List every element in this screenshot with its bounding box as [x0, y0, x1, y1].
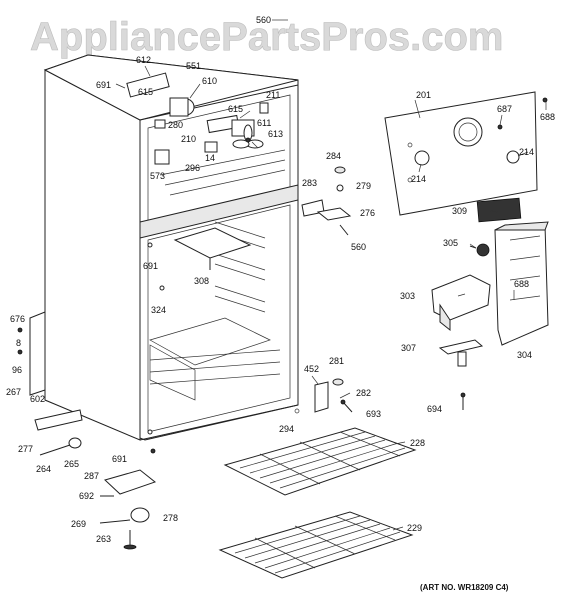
- callout-labels: 560 612 551 691 615 610 615 211 280 611 …: [6, 15, 555, 544]
- callout-560: 560: [256, 15, 271, 25]
- callout-694: 694: [427, 404, 442, 414]
- callout-573: 573: [150, 171, 165, 181]
- callout-201: 201: [416, 90, 431, 100]
- callout-303: 303: [400, 291, 415, 301]
- callout-214: 214: [411, 174, 426, 184]
- callout-8: 8: [16, 338, 21, 348]
- wire-shelf-228: [223, 427, 417, 496]
- callout-309: 309: [452, 206, 467, 216]
- callout-280: 280: [168, 120, 183, 130]
- door-hinge-parts: [294, 378, 353, 414]
- evaporator-cover-201: [384, 91, 548, 216]
- callout-452: 452: [304, 364, 319, 374]
- callout-613: 613: [268, 129, 283, 139]
- callout-560: 560: [351, 242, 366, 252]
- callout-615: 615: [228, 104, 243, 114]
- callout-307: 307: [401, 343, 416, 353]
- callout-296: 296: [185, 163, 200, 173]
- callout-282: 282: [356, 388, 371, 398]
- callout-691: 691: [112, 454, 127, 464]
- air-duct-assembly: [431, 221, 549, 410]
- callout-211: 211: [266, 90, 280, 100]
- callout-687: 687: [497, 104, 512, 114]
- label-plate-309: [476, 197, 522, 223]
- callout-276: 276: [360, 208, 375, 218]
- callout-612: 612: [136, 55, 151, 65]
- callout-308: 308: [194, 276, 209, 286]
- callout-269: 269: [71, 519, 86, 529]
- callout-267: 267: [6, 387, 21, 397]
- callout-611: 611: [257, 118, 271, 128]
- callout-688: 688: [540, 112, 555, 122]
- callout-278: 278: [163, 513, 178, 523]
- callout-610: 610: [202, 76, 217, 86]
- callout-264: 264: [36, 464, 51, 474]
- callout-263: 263: [96, 534, 111, 544]
- refrigerator-cabinet: [43, 54, 299, 441]
- callout-691: 691: [96, 80, 111, 90]
- callout-96: 96: [12, 365, 22, 375]
- art-number: (ART NO. WR18209 C4): [420, 583, 509, 592]
- callout-265: 265: [64, 459, 79, 469]
- callout-688: 688: [514, 279, 529, 289]
- wire-shelf-229: [218, 511, 414, 579]
- callout-214: 214: [519, 147, 534, 157]
- callout-304: 304: [517, 350, 532, 360]
- callout-228: 228: [410, 438, 425, 448]
- callout-692: 692: [79, 491, 94, 501]
- callout-294: 294: [279, 424, 294, 434]
- callout-287: 287: [84, 471, 99, 481]
- callout-305: 305: [443, 238, 458, 248]
- callout-277: 277: [18, 444, 33, 454]
- callout-210: 210: [181, 134, 196, 144]
- callout-283: 283: [302, 178, 317, 188]
- evaporator-fan-assembly: [126, 72, 269, 165]
- callout-281: 281: [329, 356, 344, 366]
- callout-324: 324: [151, 305, 166, 315]
- small-hardware: [301, 166, 352, 236]
- callout-676: 676: [10, 314, 25, 324]
- watermark-text: AppliancePartsPros.com: [30, 15, 504, 59]
- callout-551: 551: [186, 61, 201, 71]
- callout-229: 229: [407, 523, 422, 533]
- callout-691: 691: [143, 261, 158, 271]
- base-hardware: [17, 311, 157, 550]
- callout-615: 615: [138, 87, 153, 97]
- callout-693: 693: [366, 409, 381, 419]
- callout-14: 14: [205, 153, 215, 163]
- callout-602: 602: [30, 394, 45, 404]
- leader-lines: [115, 19, 547, 531]
- callout-279: 279: [356, 181, 371, 191]
- callout-284: 284: [326, 151, 341, 161]
